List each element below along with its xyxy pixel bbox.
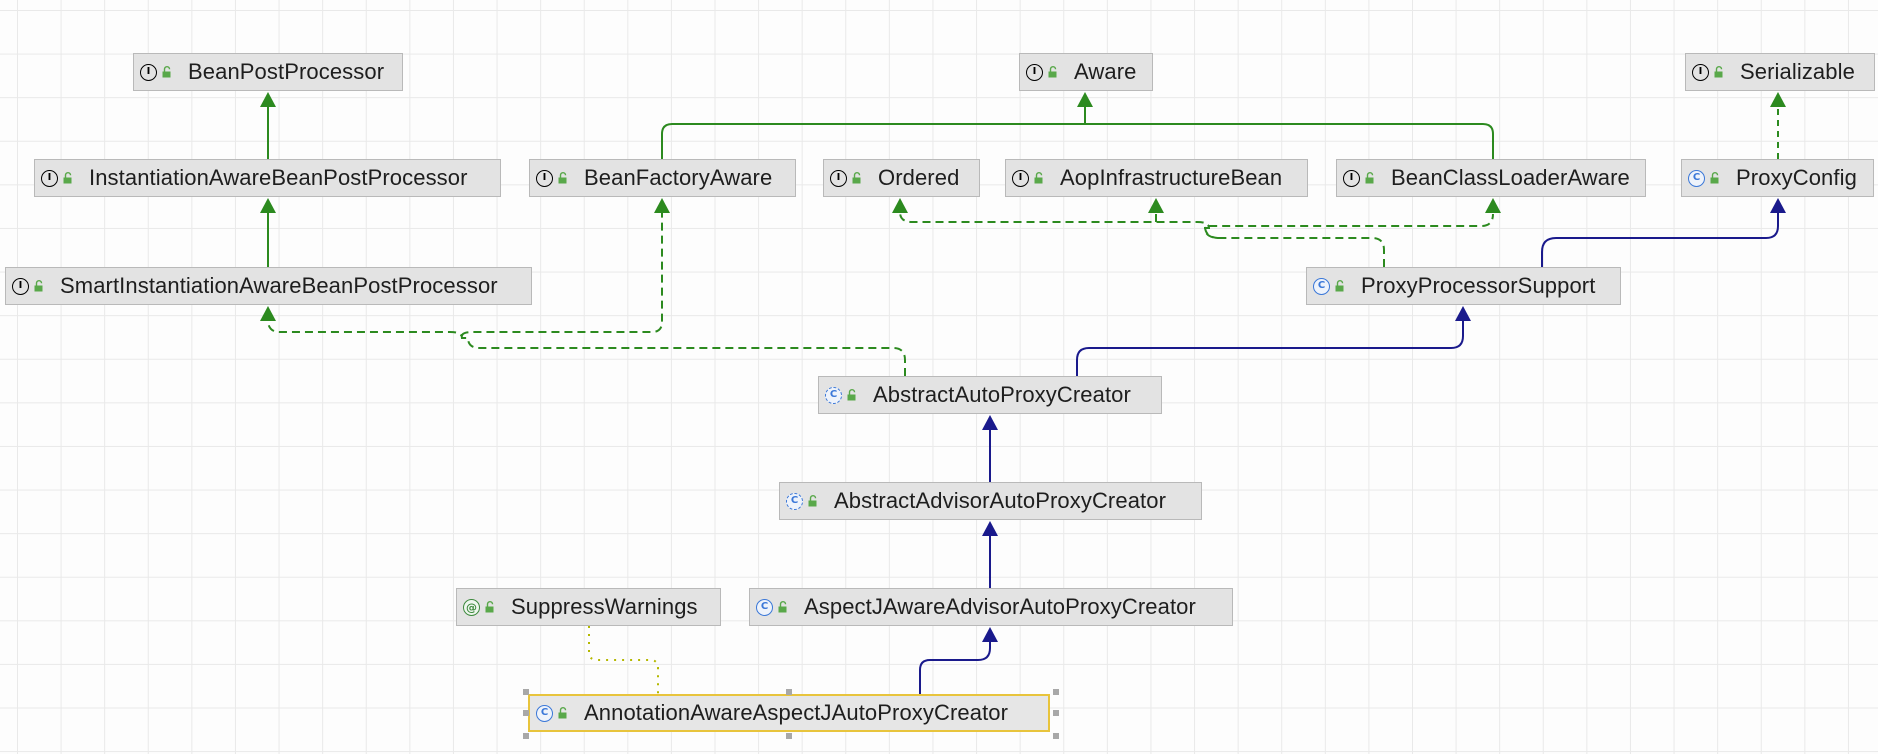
node-abstract-advisor-auto-proxy-creator[interactable]: C AbstractAdvisorAutoProxyCreator	[779, 482, 1202, 520]
public-access-icon	[558, 172, 567, 184]
node-label: BeanPostProcessor	[188, 59, 385, 84]
interface-icon: I	[830, 169, 847, 187]
node-proxy-processor-support[interactable]: C ProxyProcessorSupport	[1306, 267, 1621, 305]
public-access-icon	[1714, 66, 1723, 78]
node-aop-infrastructure-bean[interactable]: I AopInfrastructureBean	[1005, 159, 1308, 197]
node-label: AopInfrastructureBean	[1060, 165, 1283, 190]
selection-handle[interactable]	[786, 733, 792, 739]
interface-icon: I	[1692, 63, 1709, 81]
edge-proxy-processor-support-to-ordered	[899, 211, 1385, 267]
node-bean-class-loader-aware[interactable]: I BeanClassLoaderAware	[1336, 159, 1646, 197]
arrowhead	[1148, 198, 1164, 213]
node-label: BeanFactoryAware	[584, 165, 773, 190]
selection-handle[interactable]	[786, 689, 792, 695]
interface-icon: I	[41, 169, 58, 187]
public-access-icon	[847, 389, 856, 401]
node-ordered[interactable]: I Ordered	[823, 159, 980, 197]
selection-handle[interactable]	[523, 733, 529, 739]
selection-handle[interactable]	[523, 689, 529, 695]
interface-icon: I	[536, 169, 553, 187]
node-instantiation-aware-bean-post-processor[interactable]: I InstantiationAwareBeanPostProcessor	[34, 159, 501, 197]
interface-icon: I	[12, 277, 29, 295]
node-suppress-warnings[interactable]: @ SuppressWarnings	[456, 588, 721, 626]
edge-proxy-processor-support-to-bean-class-loader-aware	[1203, 213, 1494, 239]
selection-handle[interactable]	[523, 710, 529, 716]
arrowhead	[260, 198, 276, 213]
node-serializable[interactable]: I Serializable	[1685, 53, 1875, 91]
arrowhead	[982, 627, 998, 642]
abstract-class-icon: C	[786, 492, 803, 510]
node-aware[interactable]: I Aware	[1019, 53, 1153, 91]
node-label: Ordered	[878, 165, 960, 190]
edge-bean-factory-aware-to-aware	[661, 105, 1086, 159]
node-smart-instantiation-aware-bean-post-processor[interactable]: I SmartInstantiationAwareBeanPostProcess…	[5, 267, 532, 305]
arrowhead	[1770, 198, 1786, 213]
public-access-icon	[1335, 280, 1344, 292]
class-icon: C	[1688, 169, 1705, 187]
arrowhead	[982, 521, 998, 536]
edge-abstract-auto-proxy-creator-to-smart	[267, 319, 906, 376]
edge-abstract-auto-proxy-creator-to-bean-factory-aware	[461, 213, 663, 337]
arrowhead	[654, 198, 670, 213]
node-label: SuppressWarnings	[511, 594, 698, 619]
edge-abstract-auto-proxy-creator-to-proxy-processor-support	[1076, 321, 1464, 376]
class-icon: C	[756, 598, 773, 616]
selection-handle[interactable]	[1053, 733, 1059, 739]
node-label: Aware	[1074, 59, 1137, 84]
public-access-icon	[1710, 172, 1719, 184]
arrowhead	[1770, 92, 1786, 107]
class-icon: C	[1313, 277, 1330, 295]
node-label: AspectJAwareAdvisorAutoProxyCreator	[804, 594, 1196, 619]
edge-proxy-processor-support-to-proxy-config	[1541, 213, 1779, 267]
arrowhead	[1455, 306, 1471, 321]
node-label: AbstractAutoProxyCreator	[873, 382, 1131, 407]
edge-bean-class-loader-aware-to-aware	[1085, 123, 1494, 159]
node-label: ProxyProcessorSupport	[1361, 273, 1596, 298]
public-access-icon	[485, 601, 494, 613]
node-label: SmartInstantiationAwareBeanPostProcessor	[60, 273, 498, 298]
selection-handle[interactable]	[1053, 689, 1059, 695]
class-icon: C	[536, 704, 553, 722]
edge-annotation-aware-to-suppress-warnings	[588, 626, 659, 694]
node-bean-factory-aware[interactable]: I BeanFactoryAware	[529, 159, 796, 197]
arrowhead	[260, 92, 276, 107]
public-access-icon	[63, 172, 72, 184]
public-access-icon	[808, 495, 817, 507]
abstract-class-icon: C	[825, 386, 842, 404]
public-access-icon	[34, 280, 43, 292]
public-access-icon	[558, 707, 567, 719]
arrowhead	[1077, 92, 1093, 107]
node-label: Serializable	[1740, 59, 1855, 84]
node-bean-post-processor[interactable]: I BeanPostProcessor	[133, 53, 403, 91]
arrowhead	[1485, 198, 1501, 213]
edge-annotation-aware-to-aspectj-aware	[919, 641, 991, 694]
interface-icon: I	[1012, 169, 1029, 187]
selection-handle[interactable]	[1053, 710, 1059, 716]
node-aspectj-aware-advisor-auto-proxy-creator[interactable]: C AspectJAwareAdvisorAutoProxyCreator	[749, 588, 1233, 626]
interface-icon: I	[140, 63, 157, 81]
interface-icon: I	[1026, 63, 1043, 81]
arrowhead	[260, 306, 276, 321]
annotation-icon: @	[463, 598, 480, 616]
public-access-icon	[1365, 172, 1374, 184]
arrowhead	[982, 415, 998, 430]
public-access-icon	[852, 172, 861, 184]
public-access-icon	[1034, 172, 1043, 184]
node-label: AbstractAdvisorAutoProxyCreator	[834, 488, 1167, 513]
node-abstract-auto-proxy-creator[interactable]: C AbstractAutoProxyCreator	[818, 376, 1162, 414]
node-proxy-config[interactable]: C ProxyConfig	[1681, 159, 1874, 197]
public-access-icon	[778, 601, 787, 613]
node-label: AnnotationAwareAspectJAutoProxyCreator	[584, 700, 1009, 725]
node-label: InstantiationAwareBeanPostProcessor	[89, 165, 468, 190]
public-access-icon	[162, 66, 171, 78]
node-label: ProxyConfig	[1736, 165, 1857, 190]
public-access-icon	[1048, 66, 1057, 78]
node-annotation-aware-aspectj-auto-proxy-creator[interactable]: C AnnotationAwareAspectJAutoProxyCreator	[528, 694, 1050, 732]
arrowhead	[892, 198, 908, 213]
interface-icon: I	[1343, 169, 1360, 187]
node-label: BeanClassLoaderAware	[1391, 165, 1630, 190]
